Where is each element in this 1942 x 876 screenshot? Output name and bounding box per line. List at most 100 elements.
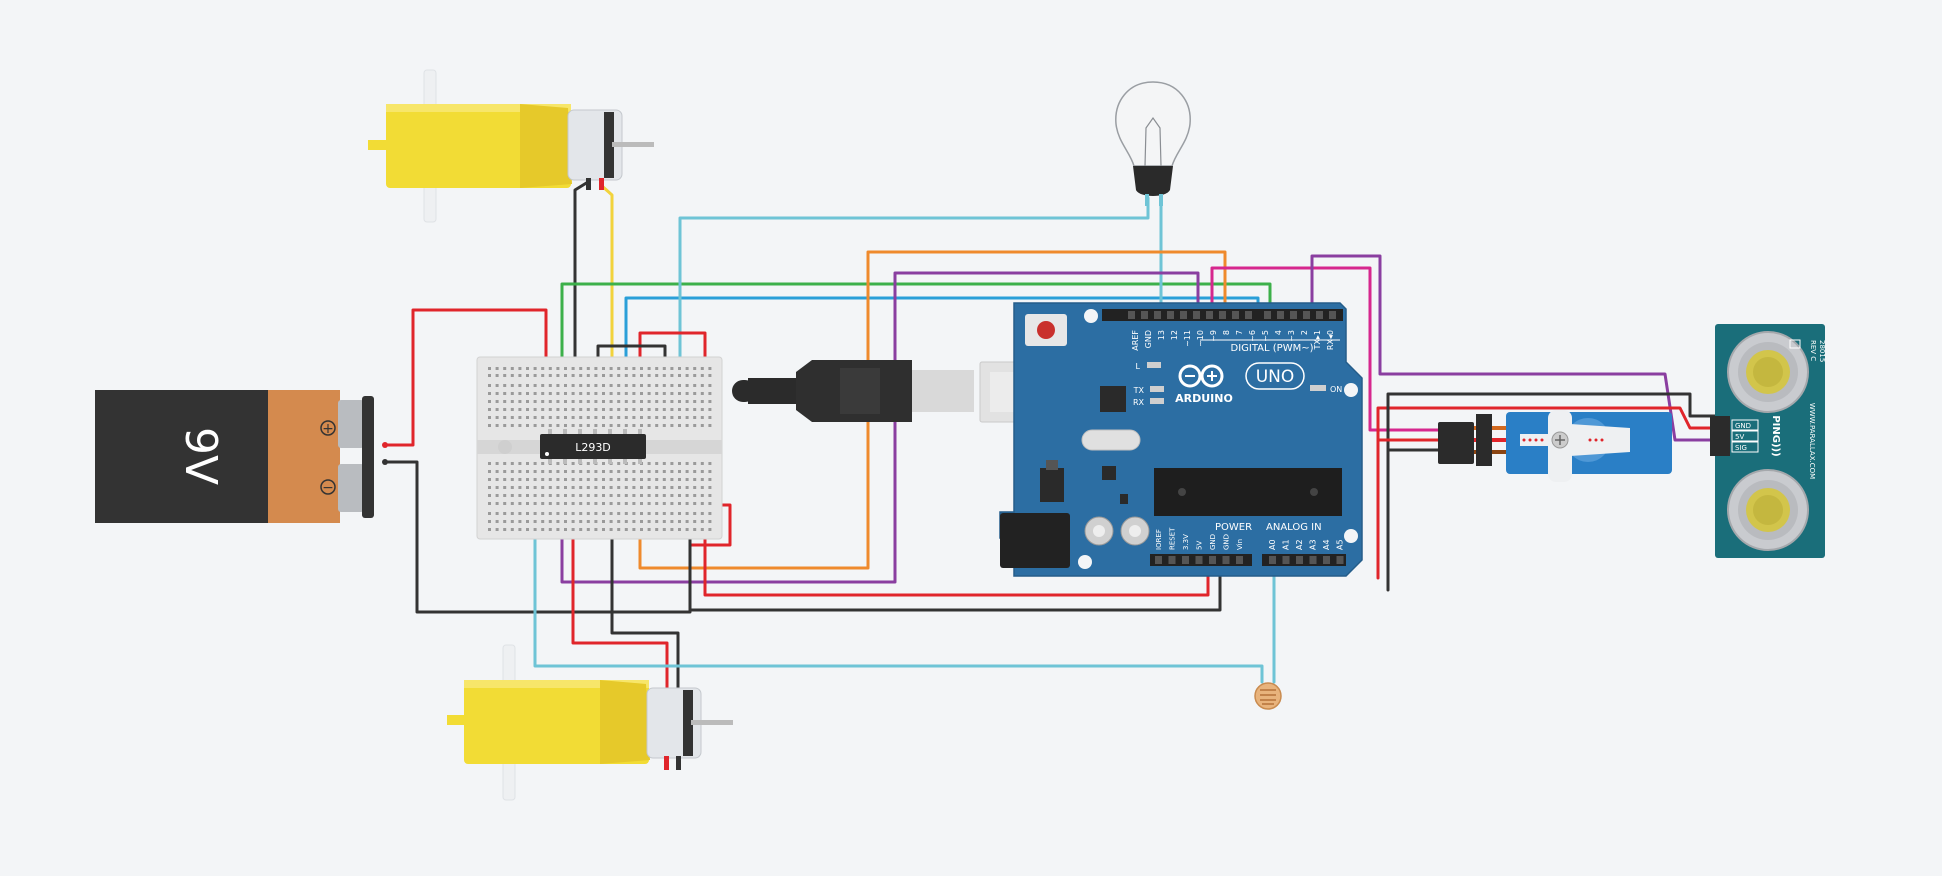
digital-pin-socket[interactable]: [1277, 311, 1284, 319]
breadboard-hole[interactable]: [685, 486, 689, 489]
breadboard-hole[interactable]: [586, 424, 590, 427]
breadboard-hole[interactable]: [609, 520, 613, 523]
breadboard-hole[interactable]: [640, 408, 643, 411]
breadboard-hole[interactable]: [564, 374, 567, 377]
breadboard-hole[interactable]: [571, 392, 575, 395]
breadboard-hole[interactable]: [571, 502, 575, 505]
breadboard-hole[interactable]: [647, 478, 651, 481]
breadboard-hole[interactable]: [678, 478, 681, 481]
breadboard-hole[interactable]: [548, 502, 552, 505]
breadboard-hole[interactable]: [564, 384, 567, 387]
photoresistor[interactable]: [1254, 682, 1282, 710]
breadboard-hole[interactable]: [602, 400, 605, 403]
breadboard-hole[interactable]: [617, 502, 621, 505]
breadboard-hole[interactable]: [609, 408, 613, 411]
breadboard-hole[interactable]: [624, 470, 628, 473]
breadboard-hole[interactable]: [685, 374, 689, 377]
breadboard-hole[interactable]: [488, 384, 491, 387]
breadboard-hole[interactable]: [609, 367, 613, 370]
breadboard-hole[interactable]: [564, 392, 567, 395]
breadboard-hole[interactable]: [609, 424, 613, 427]
breadboard-hole[interactable]: [548, 494, 552, 497]
breadboard-hole[interactable]: [503, 392, 507, 395]
breadboard-hole[interactable]: [624, 520, 628, 523]
breadboard-hole[interactable]: [541, 486, 545, 489]
breadboard-hole[interactable]: [510, 424, 514, 427]
breadboard-hole[interactable]: [700, 462, 704, 465]
breadboard-hole[interactable]: [708, 470, 712, 473]
breadboard-hole[interactable]: [670, 367, 674, 370]
breadboard-hole[interactable]: [518, 400, 522, 403]
breadboard-hole[interactable]: [579, 374, 583, 377]
breadboard-hole[interactable]: [564, 528, 567, 531]
breadboard-hole[interactable]: [518, 408, 522, 411]
breadboard-hole[interactable]: [632, 486, 636, 489]
digital-pin-socket[interactable]: [1193, 311, 1200, 319]
breadboard-hole[interactable]: [556, 424, 560, 427]
breadboard-hole[interactable]: [602, 408, 605, 411]
breadboard-hole[interactable]: [662, 470, 666, 473]
breadboard-hole[interactable]: [548, 367, 552, 370]
breadboard-hole[interactable]: [655, 470, 659, 473]
breadboard-hole[interactable]: [662, 486, 666, 489]
breadboard-hole[interactable]: [609, 494, 613, 497]
breadboard-hole[interactable]: [503, 470, 507, 473]
breadboard-hole[interactable]: [586, 367, 590, 370]
breadboard-hole[interactable]: [586, 408, 590, 411]
breadboard-hole[interactable]: [548, 392, 552, 395]
breadboard-hole[interactable]: [556, 470, 560, 473]
breadboard-hole[interactable]: [526, 416, 529, 419]
breadboard-hole[interactable]: [541, 416, 545, 419]
breadboard-hole[interactable]: [526, 392, 529, 395]
breadboard-hole[interactable]: [609, 374, 613, 377]
breadboard-hole[interactable]: [617, 424, 621, 427]
breadboard-hole[interactable]: [526, 486, 529, 489]
analog-pin-socket[interactable]: [1296, 556, 1303, 564]
breadboard-hole[interactable]: [571, 512, 575, 515]
dc-power-jack[interactable]: [1000, 513, 1070, 568]
breadboard-hole[interactable]: [617, 374, 621, 377]
breadboard-hole[interactable]: [579, 520, 583, 523]
power-pin-socket[interactable]: [1155, 556, 1162, 564]
breadboard-hole[interactable]: [548, 384, 552, 387]
breadboard-hole[interactable]: [670, 520, 674, 523]
breadboard-hole[interactable]: [579, 416, 583, 419]
digital-pin-socket[interactable]: [1316, 311, 1323, 319]
breadboard-hole[interactable]: [571, 486, 575, 489]
breadboard-hole[interactable]: [548, 416, 552, 419]
breadboard-hole[interactable]: [693, 400, 697, 403]
breadboard-hole[interactable]: [488, 470, 491, 473]
breadboard-hole[interactable]: [518, 374, 522, 377]
ping-header[interactable]: [1710, 416, 1730, 456]
breadboard-hole[interactable]: [541, 374, 545, 377]
breadboard-hole[interactable]: [693, 478, 697, 481]
breadboard-hole[interactable]: [533, 528, 537, 531]
breadboard-hole[interactable]: [571, 374, 575, 377]
breadboard-hole[interactable]: [488, 528, 491, 531]
breadboard-hole[interactable]: [700, 416, 704, 419]
breadboard-hole[interactable]: [693, 470, 697, 473]
breadboard-hole[interactable]: [700, 502, 704, 505]
breadboard-hole[interactable]: [541, 424, 545, 427]
breadboard-hole[interactable]: [571, 400, 575, 403]
breadboard-hole[interactable]: [700, 374, 704, 377]
breadboard-hole[interactable]: [548, 478, 552, 481]
breadboard-hole[interactable]: [678, 502, 681, 505]
breadboard-hole[interactable]: [556, 462, 560, 465]
breadboard-hole[interactable]: [510, 408, 514, 411]
breadboard-hole[interactable]: [670, 374, 674, 377]
wire-magenta-pin10[interactable]: [1210, 266, 1442, 432]
breadboard-hole[interactable]: [594, 424, 598, 427]
breadboard-hole[interactable]: [685, 478, 689, 481]
breadboard-hole[interactable]: [571, 367, 575, 370]
breadboard-hole[interactable]: [632, 408, 636, 411]
breadboard-hole[interactable]: [685, 416, 689, 419]
breadboard-hole[interactable]: [586, 462, 590, 465]
breadboard-hole[interactable]: [678, 392, 681, 395]
breadboard-hole[interactable]: [632, 374, 636, 377]
breadboard-hole[interactable]: [586, 502, 590, 505]
breadboard-hole[interactable]: [632, 502, 636, 505]
breadboard-hole[interactable]: [602, 528, 605, 531]
breadboard-hole[interactable]: [602, 502, 605, 505]
